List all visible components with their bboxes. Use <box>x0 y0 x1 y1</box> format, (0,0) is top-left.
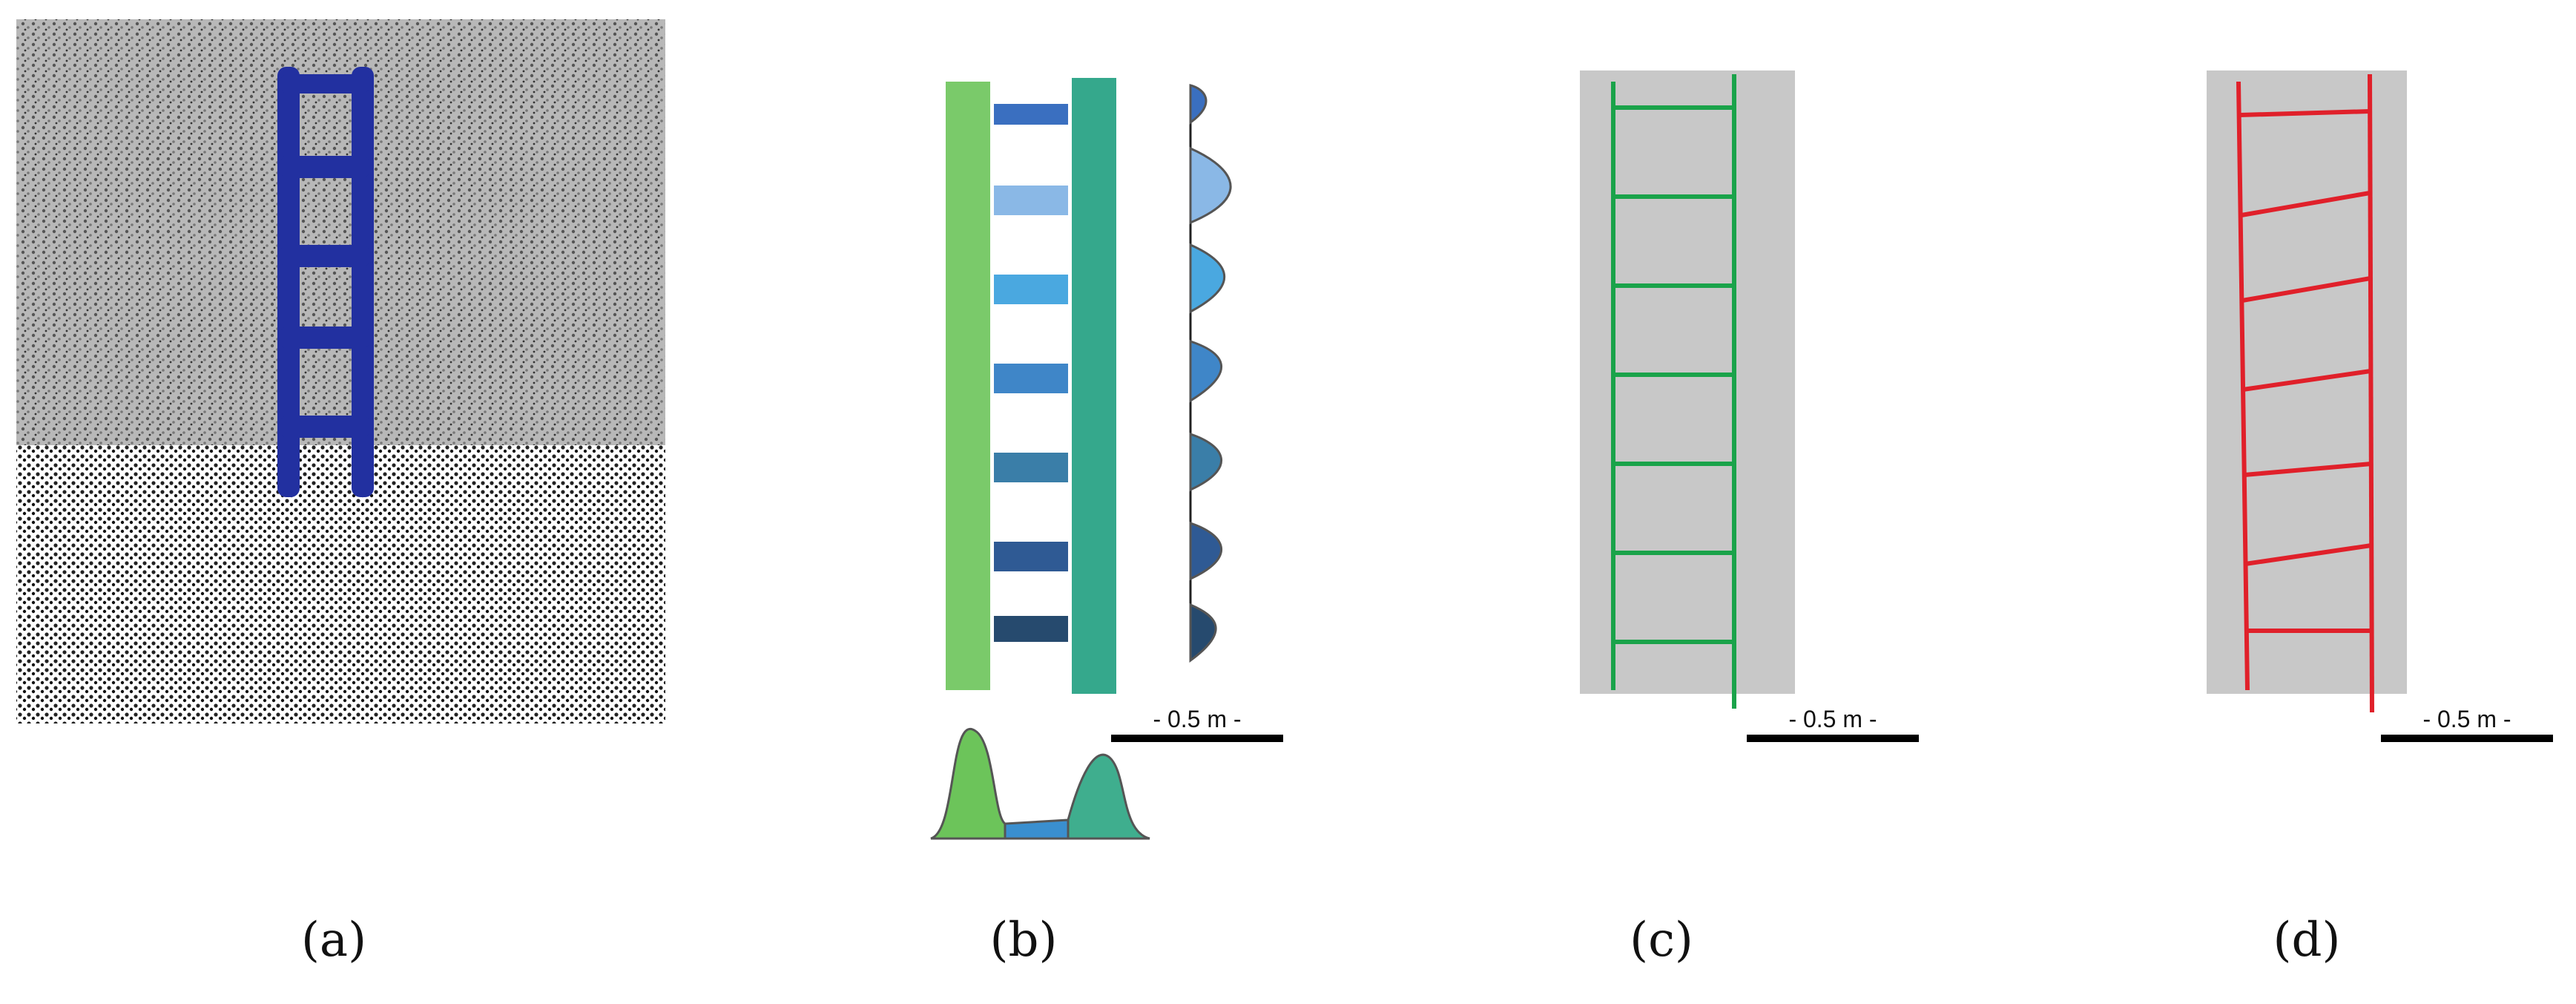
caption-d: (d) <box>2273 913 2341 968</box>
caption-a: (a) <box>300 913 367 968</box>
rung-points <box>994 104 1068 642</box>
ladder-highlight <box>277 67 374 497</box>
fit-lines-red <box>2236 73 2374 713</box>
panel-a-pointcloud <box>16 19 665 724</box>
panel-a: (a) <box>0 0 668 1004</box>
right-rail-points <box>1072 78 1116 694</box>
panel-d-fit-red: - 0.5 m - <box>2207 70 2553 742</box>
panel-c-fit-green: - 0.5 m - <box>1580 70 1919 742</box>
fit-lines-green <box>1611 74 1736 709</box>
scale-bar-b: - 0.5 m - <box>1111 706 1283 742</box>
caption-b: (b) <box>989 913 1058 968</box>
scale-bar-d-label: - 0.5 m - <box>2422 706 2511 732</box>
horizontal-density-profile <box>930 727 1150 840</box>
scale-bar-b-label: - 0.5 m - <box>1153 706 1241 732</box>
scale-bar-c-label: - 0.5 m - <box>1788 706 1877 732</box>
scale-bar-c: - 0.5 m - <box>1747 706 1919 742</box>
ladder-points-c <box>1580 70 1795 694</box>
caption-c: (c) <box>1630 913 1693 968</box>
panel-d: - 0.5 m - (d) <box>2195 0 2576 1004</box>
panel-b: - 0.5 m - (b) <box>912 0 1357 1004</box>
ground-points <box>16 445 665 724</box>
panel-c: - 0.5 m - (c) <box>1550 0 1995 1004</box>
scale-bar-d: - 0.5 m - <box>2381 706 2553 742</box>
vertical-density-profile <box>1189 84 1232 663</box>
left-rail-points <box>946 82 990 690</box>
panel-b-segmented-ladder: - 0.5 m - <box>930 78 1283 840</box>
